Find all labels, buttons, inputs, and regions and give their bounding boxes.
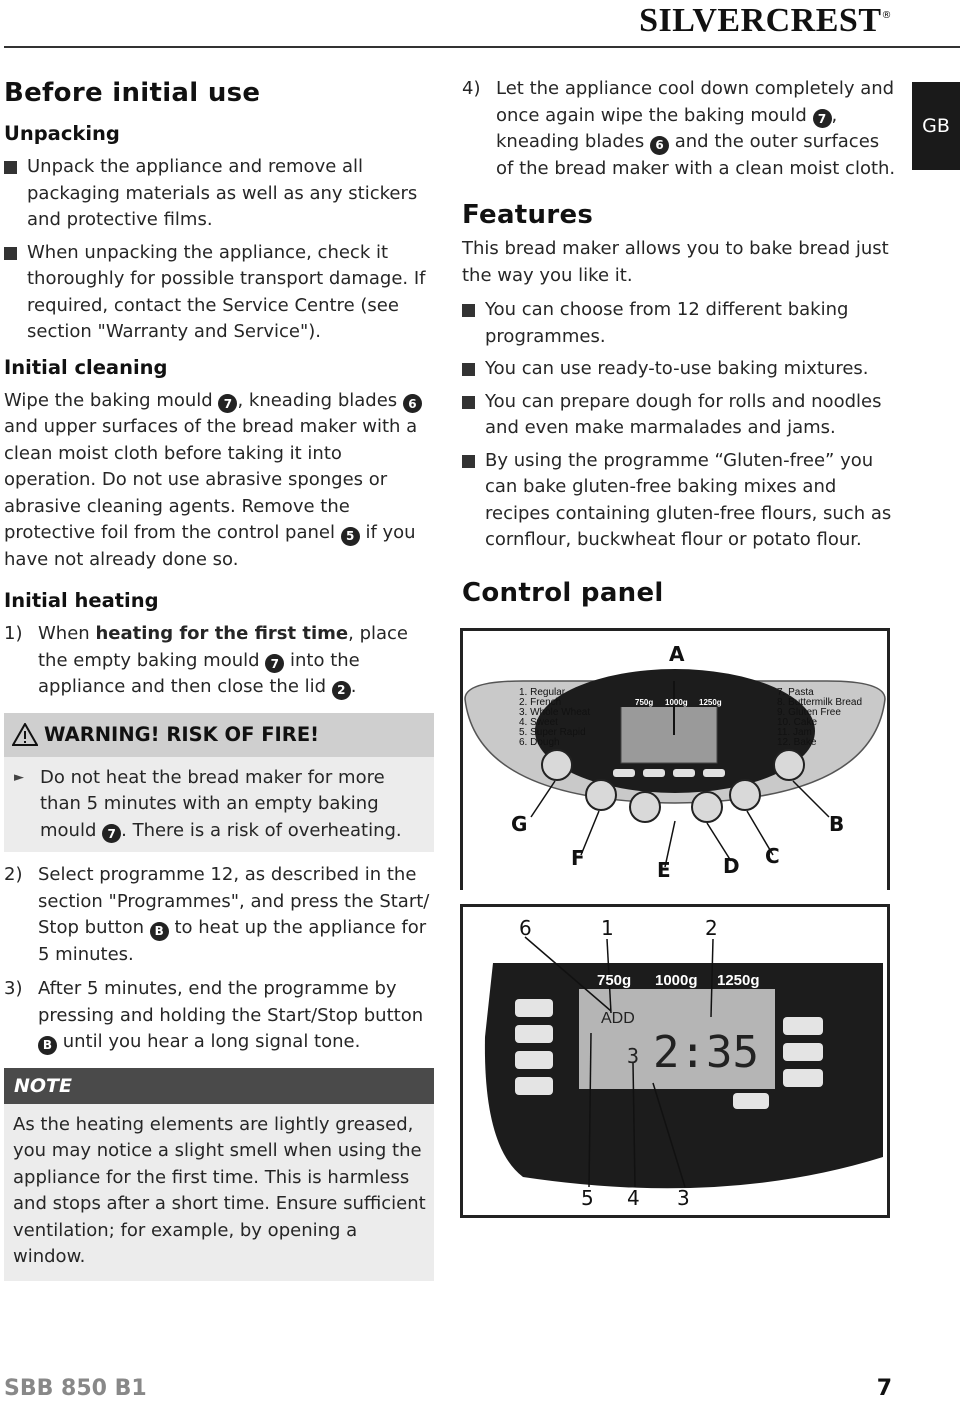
ref-badge-lid: 2: [331, 680, 351, 700]
heading-initial-cleaning: Initial cleaning: [4, 355, 168, 379]
ref-badge-mould: 7: [102, 824, 122, 843]
note-title: NOTE: [4, 1067, 434, 1104]
brand-logo: SILVERCREST®: [639, 2, 892, 39]
ref-badge-mould: 7: [265, 654, 285, 673]
callout-f: F: [571, 846, 585, 870]
warning-text: Do not heat the bread maker for more tha…: [10, 765, 426, 845]
warning-box: WARNING! RISK OF FIRE! Do not heat the b…: [4, 712, 434, 852]
ref-badge-blades: 6: [650, 135, 669, 155]
detail-number: 3: [677, 1186, 690, 1210]
language-tab: GB: [912, 82, 960, 170]
detail-number: 6: [519, 916, 532, 940]
note-box: NOTE As the heating elements are lightly…: [4, 1067, 434, 1281]
callout-c: C: [765, 844, 780, 868]
programme-label: 11. Jam: [777, 727, 812, 738]
display-time: 2:35: [653, 1027, 759, 1078]
add-indicator: ADD: [601, 1010, 635, 1027]
ref-badge-start-stop: B: [149, 921, 169, 941]
warning-title: WARNING! RISK OF FIRE!: [44, 723, 320, 746]
display-detail-diagram: 750g 1000g 1250g ADD 3 2:35 6 1 2 5 4 3: [484, 916, 883, 1210]
ref-badge-panel: 5: [340, 526, 360, 546]
callout-e: E: [657, 858, 671, 882]
detail-number: 4: [627, 1186, 640, 1210]
programme-label: 6. Dough: [519, 737, 560, 748]
note-text: As the heating elements are lightly grea…: [13, 1113, 426, 1268]
cleaning-paragraph: Wipe the baking mould 7, kneading blades…: [4, 388, 434, 574]
programme-label: 4. Sweet: [519, 717, 558, 728]
right-column: 4) Let the appliance cool down completel…: [462, 76, 902, 620]
callout-g: G: [511, 812, 527, 836]
programme-label: 2. French: [519, 697, 561, 708]
heading-unpacking: Unpacking: [4, 122, 120, 145]
detail-number: 1: [601, 916, 614, 940]
programme-label: 12. Bake: [777, 737, 817, 748]
programme-label: 8. Buttermilk Bread: [777, 697, 862, 708]
callout-a: A: [669, 642, 685, 666]
section-title-before-use: Before initial use: [4, 78, 261, 108]
step-4: 4) Let the appliance cool down completel…: [462, 78, 896, 179]
callout-b: B: [829, 812, 844, 836]
callout-d: D: [723, 854, 740, 878]
features-bullet-4: By using the programme “Gluten-free” you…: [462, 448, 902, 554]
left-column: Before initial use Unpacking Unpack the …: [4, 76, 434, 1281]
control-panel-diagram: 1. Regular 2. French 3. Whole Wheat 4. S…: [464, 642, 886, 882]
features-bullet-2: You can use ready-to-use baking mixtures…: [462, 356, 902, 383]
programme-label: 10. Cake: [777, 717, 817, 728]
programme-label: 1. Regular: [519, 687, 566, 698]
unpacking-bullet-1: Unpack the appliance and remove all pack…: [4, 154, 434, 234]
programme-label: 3. Whole Wheat: [519, 707, 590, 718]
ref-badge-start-stop: B: [38, 1035, 57, 1055]
heating-step-2: 2) Select programme 12, as described in …: [4, 864, 430, 965]
section-title-control-panel: Control panel: [462, 577, 664, 608]
weight-label: 750g: [635, 698, 653, 707]
detail-weight-label: 750g: [597, 972, 631, 989]
programme-label: 9. Gluten Free: [777, 707, 841, 718]
detail-weight-label: 1250g: [717, 972, 760, 989]
features-intro: This bread maker allows you to bake brea…: [462, 238, 889, 286]
features-bullet-1: You can choose from 12 different baking …: [462, 297, 902, 350]
heating-step-1: 1) When heating for the first time, plac…: [4, 621, 434, 701]
features-bullet-3: You can prepare dough for rolls and nood…: [462, 389, 902, 442]
detail-number: 5: [581, 1186, 594, 1210]
programme-label: 7. Pasta: [777, 687, 814, 698]
footer-model: SBB 850 B1: [4, 1376, 147, 1401]
section-title-features: Features: [462, 200, 594, 230]
warning-triangle-icon: [12, 723, 38, 746]
display-detail: 750g 1000g 1250g ADD 3 2:35 6 1 2 5 4 3: [460, 904, 890, 1218]
ref-badge-mould: 7: [812, 109, 832, 128]
control-panel-overview: 1. Regular 2. French 3. Whole Wheat 4. S…: [460, 628, 890, 890]
warning-header: WARNING! RISK OF FIRE!: [4, 712, 434, 757]
page-number: 7: [876, 1376, 892, 1401]
weight-label: 1000g: [665, 698, 688, 707]
ref-badge-blades: 6: [402, 394, 422, 413]
detail-number: 2: [705, 916, 718, 940]
unpacking-bullet-2: When unpacking the appliance, check it t…: [4, 240, 434, 346]
weight-label: 1250g: [699, 698, 722, 707]
ref-badge-mould: 7: [218, 394, 238, 413]
detail-weight-label: 1000g: [655, 972, 698, 989]
display-small-digit: 3: [627, 1044, 639, 1068]
header-rule: [4, 46, 960, 48]
heading-initial-heating: Initial heating: [4, 589, 159, 612]
heating-step-3: 3) After 5 minutes, end the programme by…: [4, 976, 434, 1056]
programme-label: 5. Super Rapid: [519, 727, 586, 738]
